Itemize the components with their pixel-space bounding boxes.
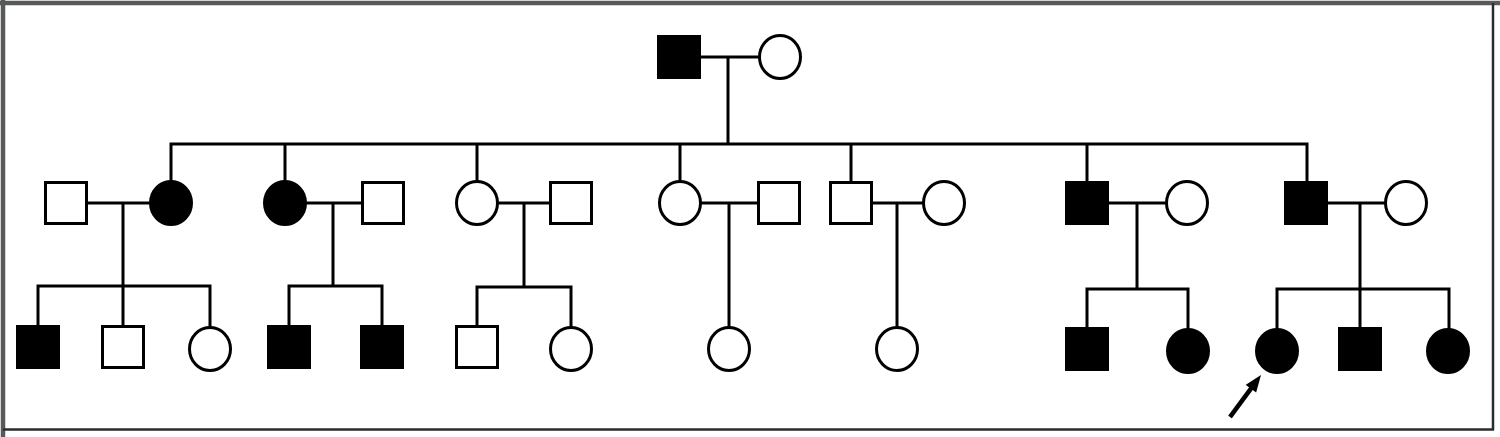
individual-II-7	[658, 180, 702, 226]
individual-III-6	[455, 325, 499, 369]
individual-II-14	[1384, 180, 1428, 226]
individual-II-2	[149, 180, 193, 226]
individual-III-7	[549, 326, 593, 372]
individual-III-4	[267, 325, 311, 369]
individual-III-12-proband	[1255, 328, 1299, 374]
individual-III-9	[875, 326, 919, 372]
individual-II-4	[361, 181, 405, 225]
individual-II-9	[829, 181, 873, 225]
proband-arrow-head	[1245, 375, 1261, 393]
individual-III-1	[16, 325, 60, 369]
individual-II-5	[455, 180, 499, 226]
individual-III-14	[1426, 328, 1470, 374]
individual-II-11	[1065, 181, 1109, 225]
individual-III-8	[707, 326, 751, 372]
individual-I-1	[657, 35, 701, 79]
individual-III-10	[1065, 327, 1109, 371]
individual-II-10	[922, 180, 966, 226]
individual-III-11	[1166, 328, 1210, 374]
individual-III-5	[360, 325, 404, 369]
individual-II-13	[1284, 181, 1328, 225]
individual-II-6	[549, 181, 593, 225]
individual-III-3	[188, 326, 232, 372]
individual-II-1	[44, 181, 88, 225]
individual-II-8	[757, 181, 801, 225]
individual-I-2	[758, 34, 802, 80]
proband-arrow-shaft	[1228, 384, 1255, 419]
individual-III-2	[101, 325, 145, 369]
individual-II-12	[1165, 180, 1209, 226]
individual-III-13	[1338, 327, 1382, 371]
individual-II-3	[263, 180, 307, 226]
